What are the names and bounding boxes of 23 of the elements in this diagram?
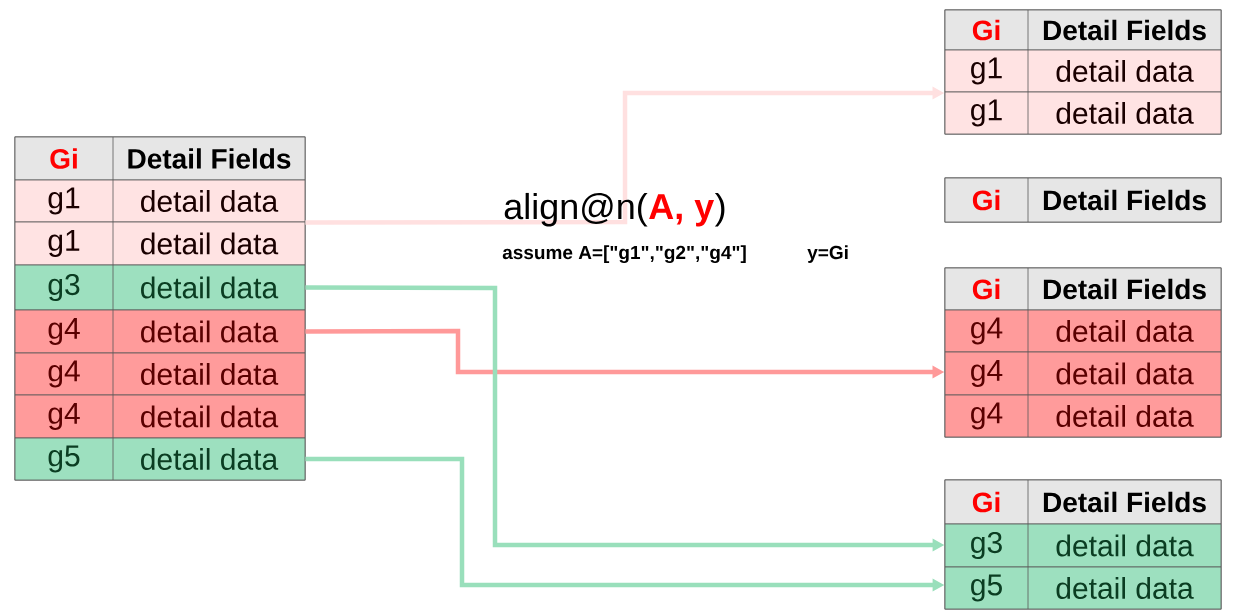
table-header-row: Gi Detail Fields (944, 9, 1222, 51)
table-row: g4 detail data (14, 352, 306, 396)
assumption-text: assume A=["g1","g2","g4"] (502, 245, 746, 264)
table-row: g5 detail data (944, 566, 1222, 610)
table-row: g5 detail data (14, 437, 306, 481)
table-header-row: Gi Detail Fields (972, 177, 1206, 223)
function-call: align@n(A, y) (504, 192, 725, 227)
table-row: g4 detail data (14, 309, 306, 354)
table-row: g4 detail data (944, 394, 1222, 438)
table-header-row: Gi Detail Fields (14, 136, 306, 181)
table-row: g3 detail data (14, 264, 306, 311)
table-row: g4 detail data (14, 394, 306, 439)
table-row: g3 detail data (944, 523, 1222, 568)
table-row: g4 detail data (944, 309, 1222, 353)
table-row: g4 detail data (944, 351, 1222, 396)
table-row: g1 detail data (944, 91, 1222, 135)
table-header-row: Gi Detail Fields (944, 267, 1222, 311)
table (944, 177, 1222, 223)
table-row: g1 detail data (14, 179, 306, 223)
table-header-row: Gi Detail Fields (944, 479, 1222, 525)
table-row: g1 detail data (944, 49, 1222, 93)
assumption-text: y=Gi (807, 245, 848, 263)
table-row: g1 detail data (14, 221, 306, 266)
